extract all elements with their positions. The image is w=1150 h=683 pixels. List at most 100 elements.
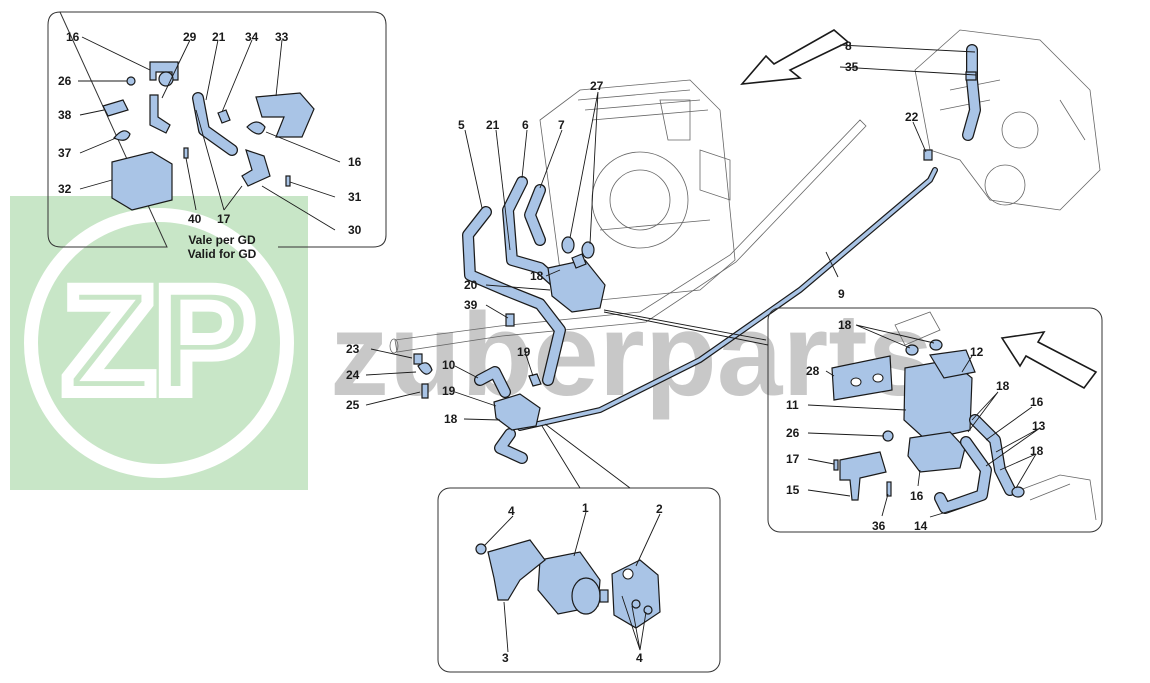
hose-part-8 [963,45,980,140]
screw-part-17 [833,459,839,471]
label-5: 5 [458,118,465,132]
fitting-part-25 [421,383,429,399]
hose-part-6 [503,177,565,291]
label-18-r1: 18 [838,318,852,332]
exhaust-pipe-ghost [394,119,867,353]
sleeve-part-38 [102,99,129,117]
label-1: 1 [582,501,589,515]
label-14: 14 [914,519,928,533]
label-18-r2: 18 [996,379,1010,393]
inset-right: 18 28 12 11 18 16 26 13 18 17 15 16 36 1… [603,307,1103,533]
bracket-part-16 [149,61,179,87]
label-12: 12 [970,345,984,359]
label-2: 2 [656,502,663,516]
label-22: 22 [905,110,919,124]
pump-part-19 [493,393,541,431]
clamp-part-24 [417,362,433,375]
washer-part-26 [126,76,136,86]
label-10: 10 [442,358,456,372]
label-24: 24 [346,368,360,382]
label-33: 33 [275,30,289,44]
clamp-part-16b [246,121,266,135]
main-hoses [462,44,981,464]
actuator-part-16 [907,431,966,473]
direction-arrow-top [740,29,850,86]
label-13: 13 [1032,419,1046,433]
label-7: 7 [558,118,565,132]
label-3: 3 [502,651,509,665]
pipe-part-21 [193,93,237,155]
label-18-lower: 18 [444,412,458,426]
inset-caption-line2: Valid for GD [188,247,257,261]
pipe-part-9 [518,168,937,430]
label-36: 36 [872,519,886,533]
clamp-part-18c [1011,486,1025,498]
label-16-r1: 16 [1030,395,1044,409]
clamp-part-35 [965,71,977,81]
bracket-part-15 [839,451,887,501]
clip-part-37 [113,130,131,141]
label-37: 37 [58,146,72,160]
hose-part-14 [935,437,991,513]
bolt-part-4b [631,599,641,609]
label-31: 31 [348,190,362,204]
watermark-logo-ring [24,208,294,478]
inset-top-left-frame [47,11,387,248]
label-20: 20 [464,278,478,292]
bracket-part-2 [611,559,661,629]
label-29: 29 [183,30,197,44]
clamp-part-18a [905,344,919,356]
label-35: 35 [845,60,859,74]
fitting-part-23 [413,353,423,365]
label-17-inset: 17 [217,212,231,226]
grommet-27b [581,241,595,259]
label-27: 27 [590,79,604,93]
valve-part-20 [547,253,606,313]
clamp-part-19b [528,373,542,387]
label-16-r2: 16 [910,489,924,503]
bracket-part-3 [487,539,546,601]
label-11: 11 [786,398,799,412]
label-8: 8 [845,39,852,53]
label-23: 23 [346,342,360,356]
label-26-inset: 26 [58,74,72,88]
cover-part-32 [111,151,173,211]
label-25: 25 [346,398,360,412]
washer-part-26b [882,430,894,442]
label-17-r: 17 [786,452,800,466]
label-19-lower: 19 [442,384,456,398]
screw-part-40 [183,147,189,159]
pin-part-36 [886,481,892,497]
fitting-part-39 [505,313,515,327]
bracket-part-29 [149,94,171,134]
screw-part-31 [285,175,291,187]
label-18-r3: 18 [1030,444,1044,458]
gearbox-ghost [914,29,1101,211]
grommet-27a [561,236,575,254]
label-39: 39 [464,298,478,312]
label-21-main: 21 [486,118,500,132]
bolt-part-4a [475,543,487,555]
hose-part-13 [970,415,1015,495]
inset-bottom-frame [437,487,721,673]
clamp-part-18b [929,339,943,351]
label-34: 34 [245,30,259,44]
watermark: ZP zuberparts [10,196,933,490]
hose-part-10 [475,367,510,397]
label-4-top: 4 [508,504,515,518]
inset-top-left: Vale per GD Valid for GD [47,11,387,261]
watermark-brand-text: zuberparts [330,289,933,421]
label-26-r: 26 [786,426,800,440]
label-18-main: 18 [530,269,544,283]
label-32: 32 [58,182,72,196]
hose-part-5 [463,207,565,385]
bracket-part-30 [241,149,271,187]
inset-bottom: 4 1 2 3 4 [437,423,721,673]
direction-arrow-right [1000,330,1098,390]
hose-outlet [495,429,527,463]
inset-caption-line1: Vale per GD [188,233,256,247]
label-28: 28 [806,364,820,378]
valve-part-12 [929,349,976,379]
